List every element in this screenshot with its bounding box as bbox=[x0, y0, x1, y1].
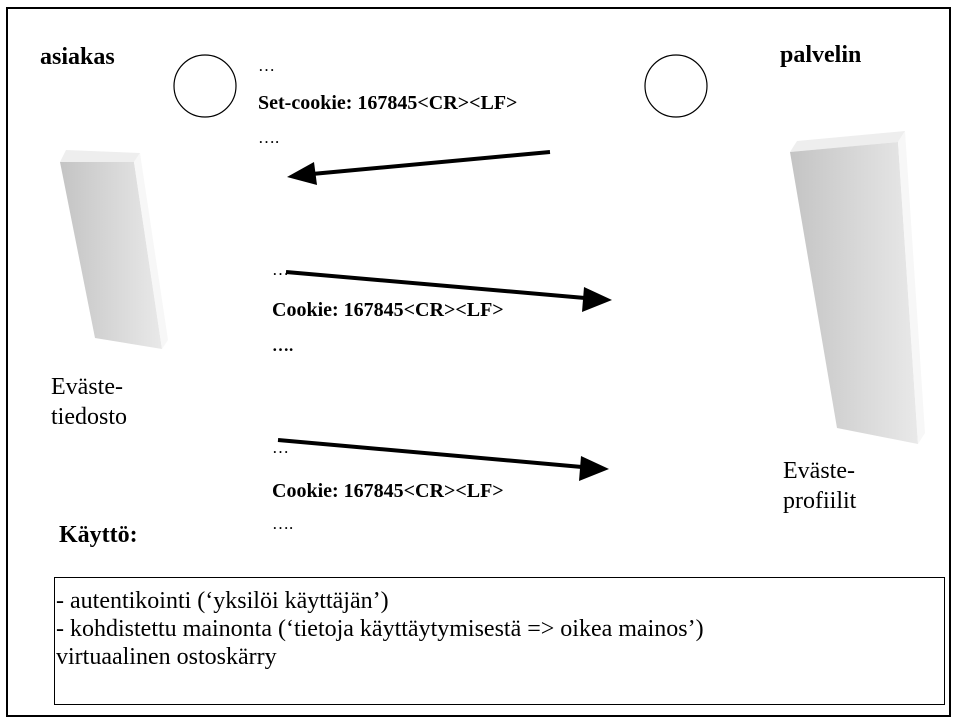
server-file-label-line1: Eväste- bbox=[783, 458, 855, 484]
client-file-label-line2: tiedosto bbox=[51, 404, 127, 430]
message-2-before: … bbox=[272, 260, 289, 279]
message-3-before: … bbox=[272, 438, 289, 457]
client-node bbox=[173, 54, 237, 118]
message-3-header: Cookie: 167845<CR><LF> bbox=[272, 480, 504, 502]
message-2-header: Cookie: 167845<CR><LF> bbox=[272, 299, 504, 321]
message-2-after: …. bbox=[272, 336, 294, 355]
server-profiles-shape bbox=[790, 131, 925, 444]
usage-list: - autentikointi (‘yksilöi käyttäjän’) - … bbox=[56, 587, 704, 671]
message-3-after: …. bbox=[272, 514, 294, 533]
arrow-set-cookie bbox=[287, 150, 551, 185]
usage-item: - kohdistettu mainonta (‘tietoja käyttäy… bbox=[56, 616, 704, 642]
arrow-cookie-1 bbox=[285, 270, 612, 312]
usage-title: Käyttö: bbox=[59, 522, 138, 548]
client-label: asiakas bbox=[40, 44, 115, 70]
arrow-cookie-2 bbox=[277, 438, 609, 481]
usage-item: virtuaalinen ostoskärry bbox=[56, 644, 277, 670]
slide-frame bbox=[6, 7, 951, 717]
client-cookie-file-shape bbox=[60, 150, 168, 349]
usage-item: - autentikointi (‘yksilöi käyttäjän’) bbox=[56, 588, 389, 614]
server-file-label-line2: profiilit bbox=[783, 488, 857, 514]
message-1-before: … bbox=[258, 56, 275, 75]
client-file-label-line1: Eväste- bbox=[51, 374, 123, 400]
server-label: palvelin bbox=[780, 42, 862, 68]
server-node bbox=[644, 54, 708, 118]
usage-box bbox=[54, 577, 945, 705]
message-1-after: …. bbox=[258, 128, 280, 147]
message-1-header: Set-cookie: 167845<CR><LF> bbox=[258, 92, 518, 114]
